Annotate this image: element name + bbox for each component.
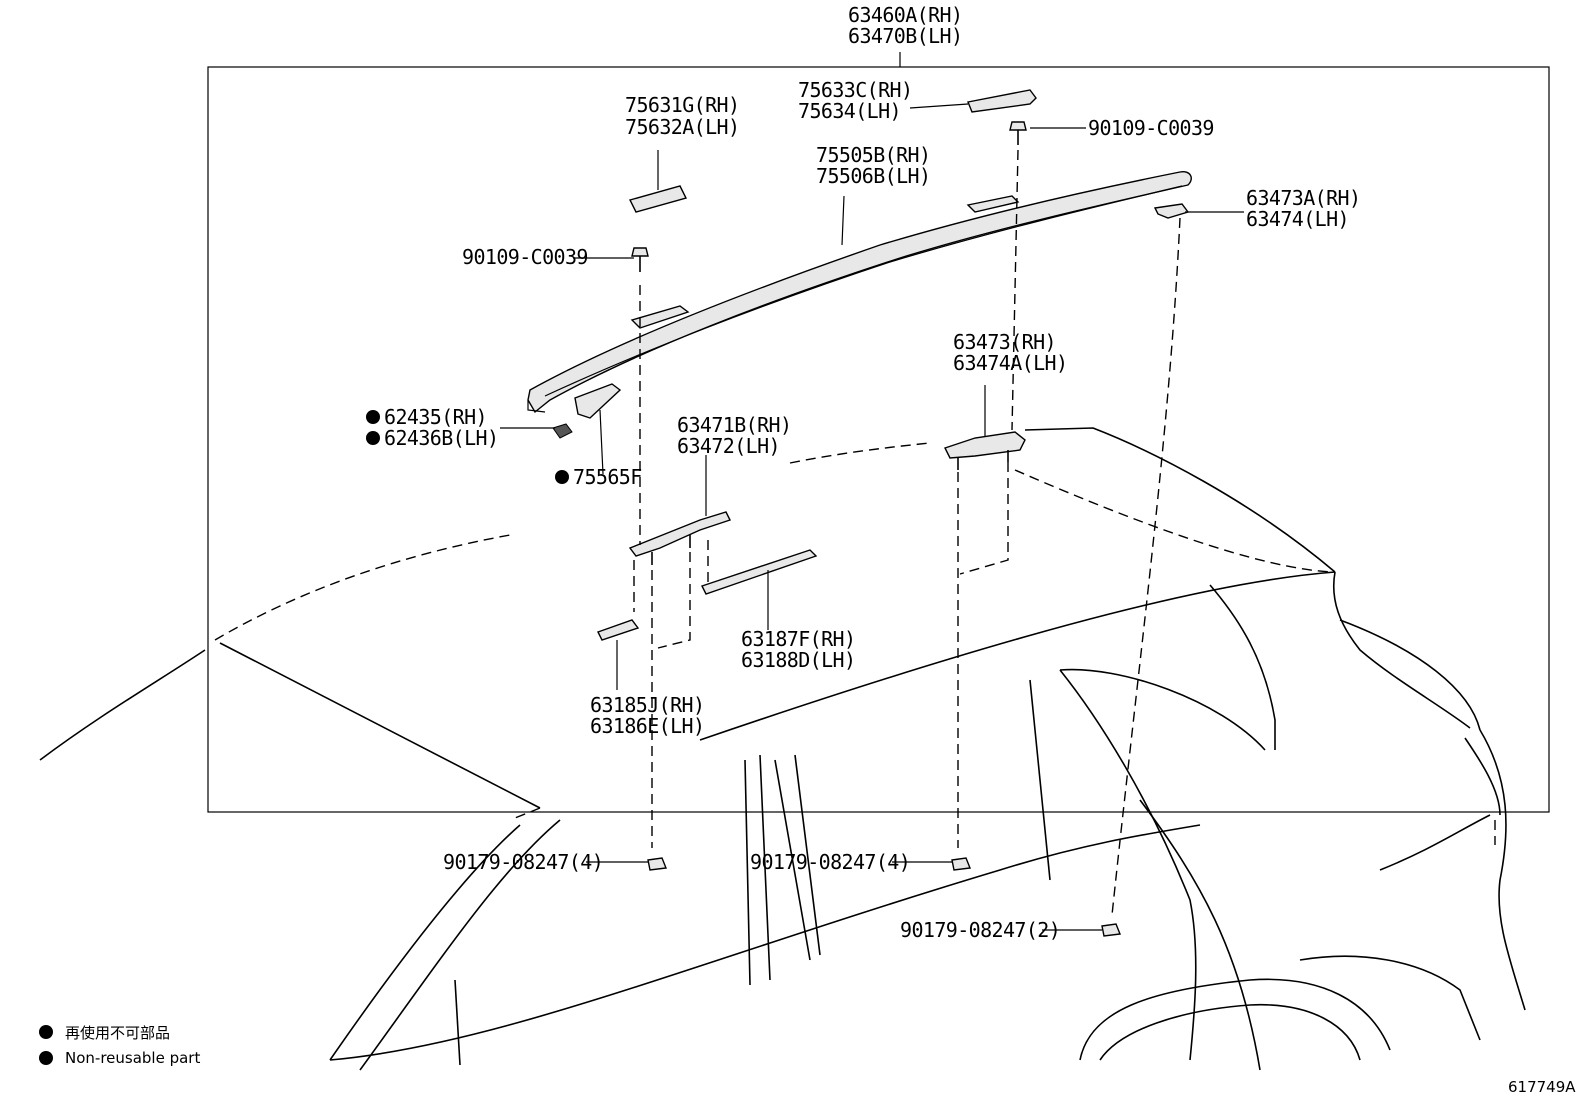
legend-dot-jp (39, 1025, 53, 1039)
bracket-63473 (944, 431, 1026, 470)
non-reusable-dot-75565F (555, 470, 569, 484)
label-75631G: 75631G(RH) (625, 93, 739, 117)
non-reusable-dot-62436B (366, 431, 380, 445)
label-62435: 62435(RH) (384, 405, 487, 429)
label-63471B: 63471B(RH) (677, 413, 791, 437)
bracket-63473A (1153, 203, 1190, 219)
nut-90179-b (951, 857, 971, 871)
assembly-dashes (633, 149, 1181, 916)
label-90179-c: 90179-08247(2) (900, 918, 1060, 942)
cover-75633C (967, 89, 1037, 113)
label-75633C: 75633C(RH) (798, 78, 912, 102)
legend-en: Non-reusable part (65, 1049, 200, 1067)
bolt-90109-upper (1009, 121, 1027, 145)
label-63473A: 63473A(RH) (1246, 186, 1360, 210)
cover-75631G (628, 185, 688, 213)
label-75506B: 75506B(LH) (816, 164, 930, 188)
label-63474A: 63474A(LH) (953, 351, 1067, 375)
label-63472: 63472(LH) (677, 434, 780, 458)
label-63473: 63473(RH) (953, 330, 1056, 354)
legend: 再使用不可部品 Non-reusable part (39, 1024, 200, 1067)
legend-jp: 再使用不可部品 (65, 1024, 170, 1042)
spacer-63187F (701, 549, 818, 595)
pad-75565F (574, 383, 622, 419)
label-90179-a: 90179-08247(4) (443, 850, 603, 874)
label-90109-upper: 90109-C0039 (1088, 116, 1214, 140)
vehicle-body-outline (39, 427, 1526, 1071)
assembly-frame (207, 66, 1550, 813)
roof-rail-75505B (527, 170, 1192, 414)
label-63187F: 63187F(RH) (741, 627, 855, 651)
bracket-63471B (628, 511, 731, 565)
label-62436B: 62436B(LH) (384, 426, 498, 450)
label-90179-b: 90179-08247(4) (750, 850, 910, 874)
bolt-90109-left (631, 247, 649, 272)
label-75505B: 75505B(RH) (816, 143, 930, 167)
label-63460A: 63460A(RH) (848, 3, 962, 27)
label-63474: 63474(LH) (1246, 207, 1349, 231)
label-63185J: 63185J(RH) (590, 693, 704, 717)
legend-dot-en (39, 1051, 53, 1065)
nut-90179-c (1101, 923, 1121, 937)
nut-90179-a (647, 857, 667, 871)
part-labels: 63460A(RH) 63470B(LH) 75633C(RH) 75634(L… (366, 3, 1361, 942)
leader-lines (500, 103, 1244, 931)
figure-id: 617749A (1508, 1078, 1576, 1096)
spacer-63185J (597, 619, 640, 641)
label-75632A: 75632A(LH) (625, 115, 739, 139)
label-75634: 75634(LH) (798, 99, 901, 123)
cap-62435 (552, 423, 573, 439)
label-63188D: 63188D(LH) (741, 648, 855, 672)
label-63186E: 63186E(LH) (590, 714, 704, 738)
non-reusable-dot-62435 (366, 410, 380, 424)
label-90109-left: 90109-C0039 (462, 245, 588, 269)
label-75565F: 75565F (573, 465, 642, 489)
label-63470B: 63470B(LH) (848, 24, 962, 48)
